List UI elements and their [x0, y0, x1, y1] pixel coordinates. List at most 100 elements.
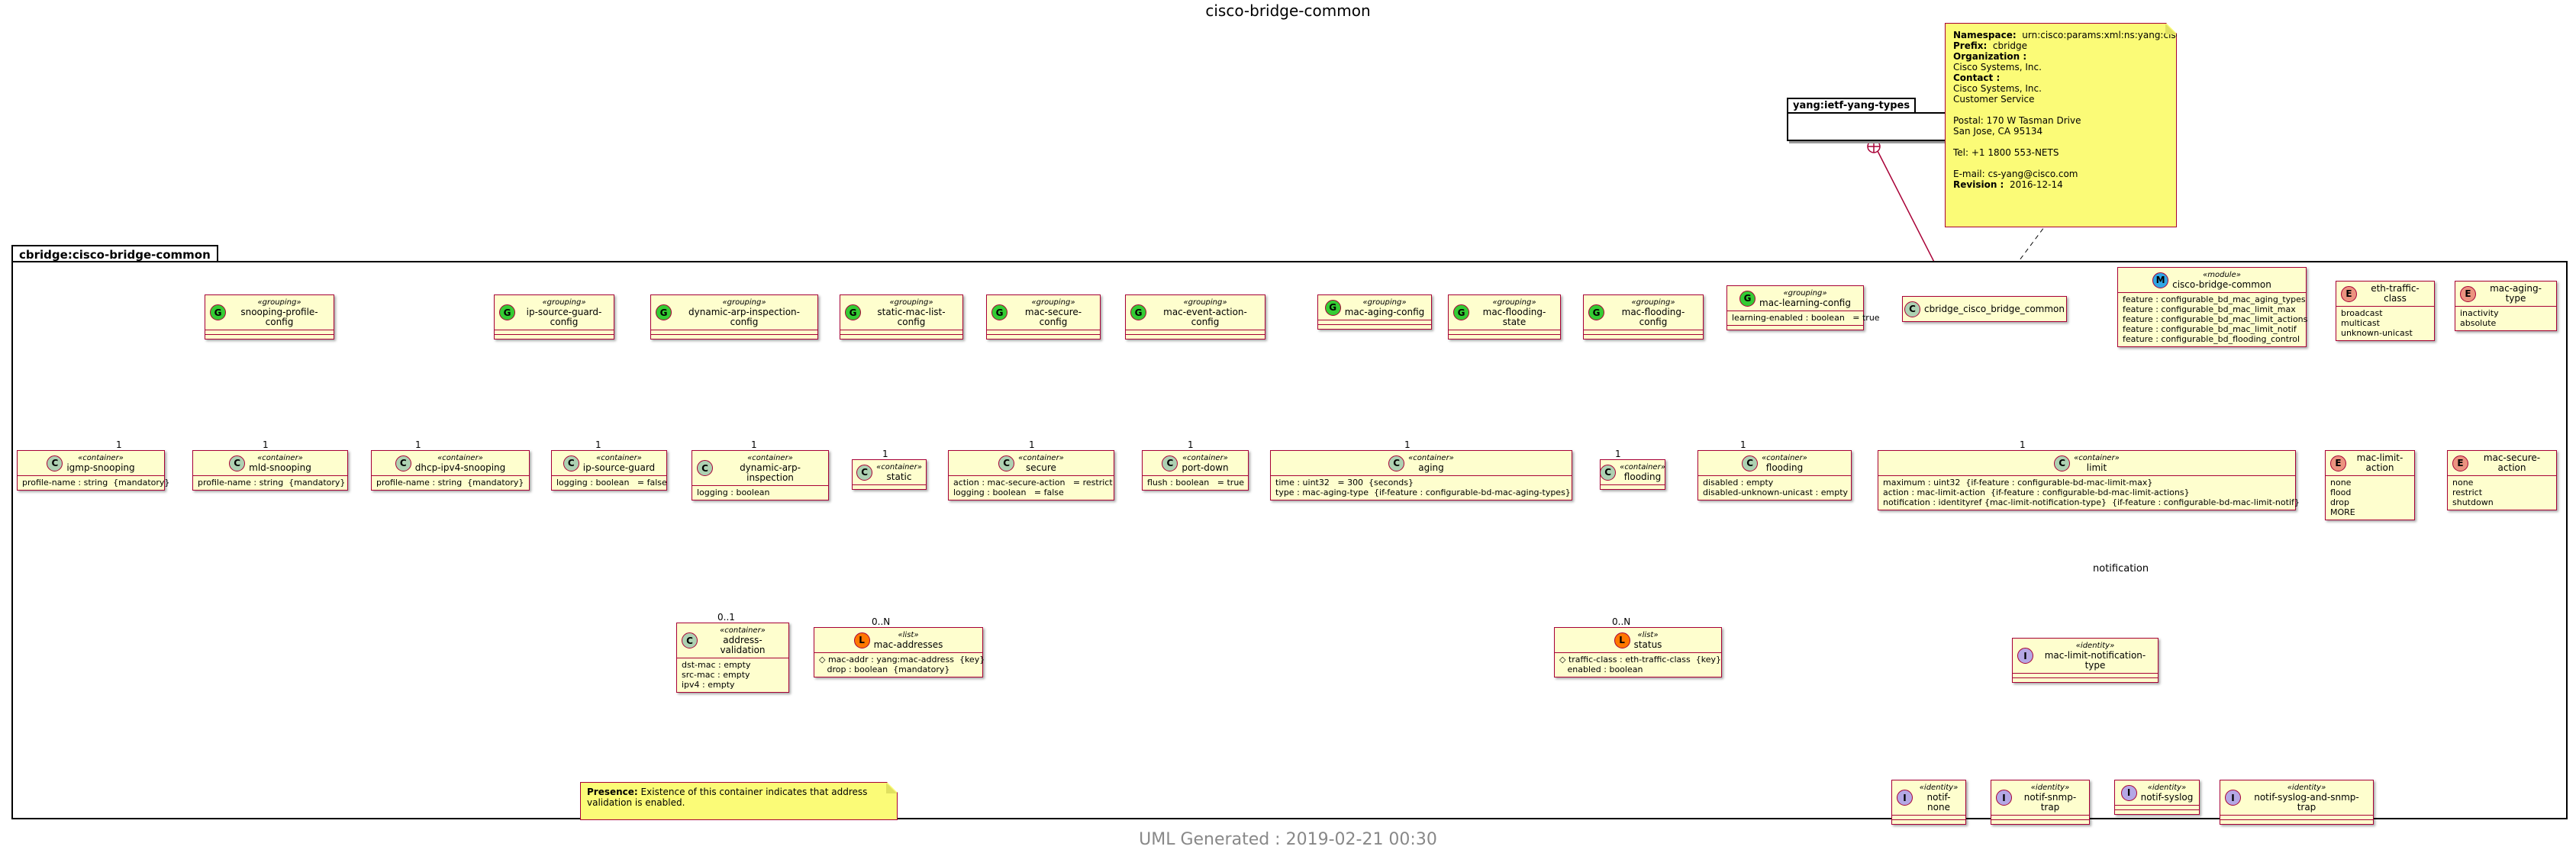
module-info-key: Revision : — [1953, 179, 2004, 190]
node-title: «grouping»snooping-profile-config — [230, 298, 329, 327]
module-info-line: E-mail: cs-yang@cisco.com — [1953, 169, 2168, 179]
node-header: G«grouping»ip-source-guard-config — [495, 295, 614, 330]
uml-node-msc[interactable]: G«grouping»mac-secure-config — [986, 294, 1101, 340]
node-stereotype: «identity» — [2075, 642, 2115, 650]
node-empty-section — [1126, 330, 1265, 334]
node-title: «container»mld-snooping — [249, 453, 311, 473]
node-name: mac-flooding-config — [1621, 307, 1685, 327]
uml-node-nnone[interactable]: I«identity»notif-none — [1891, 780, 1966, 825]
presence-note: Presence: Existence of this container in… — [580, 782, 898, 820]
uml-node-meac[interactable]: G«grouping»mac-event-action-config — [1125, 294, 1265, 340]
grouping-icon: G — [656, 304, 672, 320]
node-empty-section — [2220, 819, 2373, 824]
node-attributes: profile-name : string {mandatory} — [18, 475, 169, 490]
uml-node-mfc[interactable]: G«grouping»mac-flooding-config — [1583, 294, 1704, 340]
node-header: L«list»status — [1555, 628, 1721, 652]
module-info-key: Namespace: — [1953, 30, 2017, 40]
uml-node-daic[interactable]: G«grouping»dynamic-arp-inspection-config — [650, 294, 818, 340]
node-header: C«container»mld-snooping — [193, 451, 347, 475]
presence-note-line-1: Presence: Existence of this container in… — [587, 787, 891, 797]
node-title: «container»limit — [2074, 453, 2120, 473]
node-attributes: logging : boolean — [692, 485, 828, 500]
node-name: mld-snooping — [249, 462, 311, 473]
node-attributes: time : uint32 = 300 {seconds}type : mac-… — [1271, 475, 1572, 500]
node-attributes: feature : configurable_bd_mac_aging_type… — [2118, 292, 2307, 346]
node-title: «container»secure — [1018, 453, 1064, 473]
uml-node-maddr[interactable]: L«list»mac-addresses◇ mac-addr : yang:ma… — [814, 627, 985, 677]
node-empty-section — [1318, 324, 1431, 329]
node-empty-section — [495, 330, 614, 334]
uml-node-flood1[interactable]: C«container»flooding — [1600, 459, 1665, 490]
module-info-note: Namespace: urn:cisco:params:xml:ns:yang:… — [1945, 23, 2177, 227]
node-title: «grouping»static-mac-list-config — [865, 298, 958, 327]
class-icon: C — [229, 455, 246, 471]
node-stereotype: «identity» — [2147, 784, 2187, 792]
node-empty-section — [1126, 334, 1265, 339]
node-empty-section — [840, 334, 962, 339]
uml-node-mfs[interactable]: G «grouping»mac-flooding-state — [1448, 294, 1561, 340]
node-empty-section — [1584, 330, 1703, 334]
uml-node-isgc[interactable]: G«grouping»ip-source-guard-config — [494, 294, 614, 340]
node-stereotype: «identity» — [1919, 784, 1959, 792]
uml-node-nsys[interactable]: I«identity»notif-syslog — [2114, 780, 2200, 815]
uml-node-smlc[interactable]: G«grouping»static-mac-list-config — [840, 294, 963, 340]
uml-node-nboth[interactable]: I«identity»notif-syslog-and-snmp-trap — [2220, 780, 2374, 825]
node-attribute: logging : boolean — [697, 488, 770, 497]
diagram-title: cisco-bridge-common — [1205, 2, 1371, 20]
grouping-icon: G — [1453, 304, 1469, 320]
module-info-line: Cisco Systems, Inc. — [1953, 83, 2168, 94]
node-title: «container»address-validation — [701, 626, 784, 655]
uml-node-nsnmp[interactable]: I«identity»notif-snmp-trap — [1991, 780, 2090, 825]
node-name: address-validation — [720, 635, 766, 655]
module-info-value: Cisco Systems, Inc. — [1953, 62, 2042, 72]
class-icon: C — [1388, 455, 1405, 471]
node-title: «identity»notif-syslog-and-snmp-trap — [2245, 783, 2368, 813]
node-title: cbridge_cisco_bridge_common — [1924, 304, 2065, 314]
enum-icon: E — [2341, 285, 2357, 302]
node-stereotype: «grouping» — [1183, 298, 1227, 307]
multiplicity-label: 1 — [116, 439, 122, 450]
node-attribute: type : mac-aging-type {if-feature : conf… — [1275, 488, 1571, 497]
node-name: ip-source-guard-config — [526, 307, 602, 327]
node-stereotype: «identity» — [2287, 784, 2326, 792]
uml-node-spc[interactable]: G«grouping»snooping-profile-config — [205, 294, 334, 340]
node-title: «container»flooding — [1762, 453, 1807, 473]
node-empty-section — [2013, 673, 2158, 677]
module-info-lines: Namespace: urn:cisco:params:xml:ns:yang:… — [1953, 30, 2168, 190]
node-attributes: learning-enabled : boolean = true — [1727, 311, 1880, 325]
uml-node-mld[interactable]: C«container»mld-snooping profile-name : s… — [192, 450, 348, 491]
identity-icon: I — [2017, 648, 2033, 664]
uml-node-mlnt[interactable]: I«identity»mac-limit-notification-type — [2012, 638, 2158, 683]
node-attribute: profile-name : string {mandatory} — [198, 478, 346, 488]
node-name: mac-flooding-state — [1482, 307, 1546, 327]
node-header: C«container»dynamic-arp-inspection — [692, 451, 828, 485]
node-stereotype: «container» — [747, 454, 793, 462]
uml-node-status[interactable]: L«list»status◇ traffic-class : eth-traff… — [1554, 627, 1722, 677]
node-stereotype: «grouping» — [1492, 298, 1536, 307]
node-name: mac-limit-action — [2356, 452, 2404, 473]
uml-node-magc[interactable]: G«grouping»mac-aging-config — [1317, 294, 1432, 330]
uml-node-stat[interactable]: C«container»static — [852, 459, 927, 490]
uml-node-dai[interactable]: C«container»dynamic-arp-inspection loggin… — [692, 450, 829, 500]
module-info-line — [1953, 105, 2168, 115]
